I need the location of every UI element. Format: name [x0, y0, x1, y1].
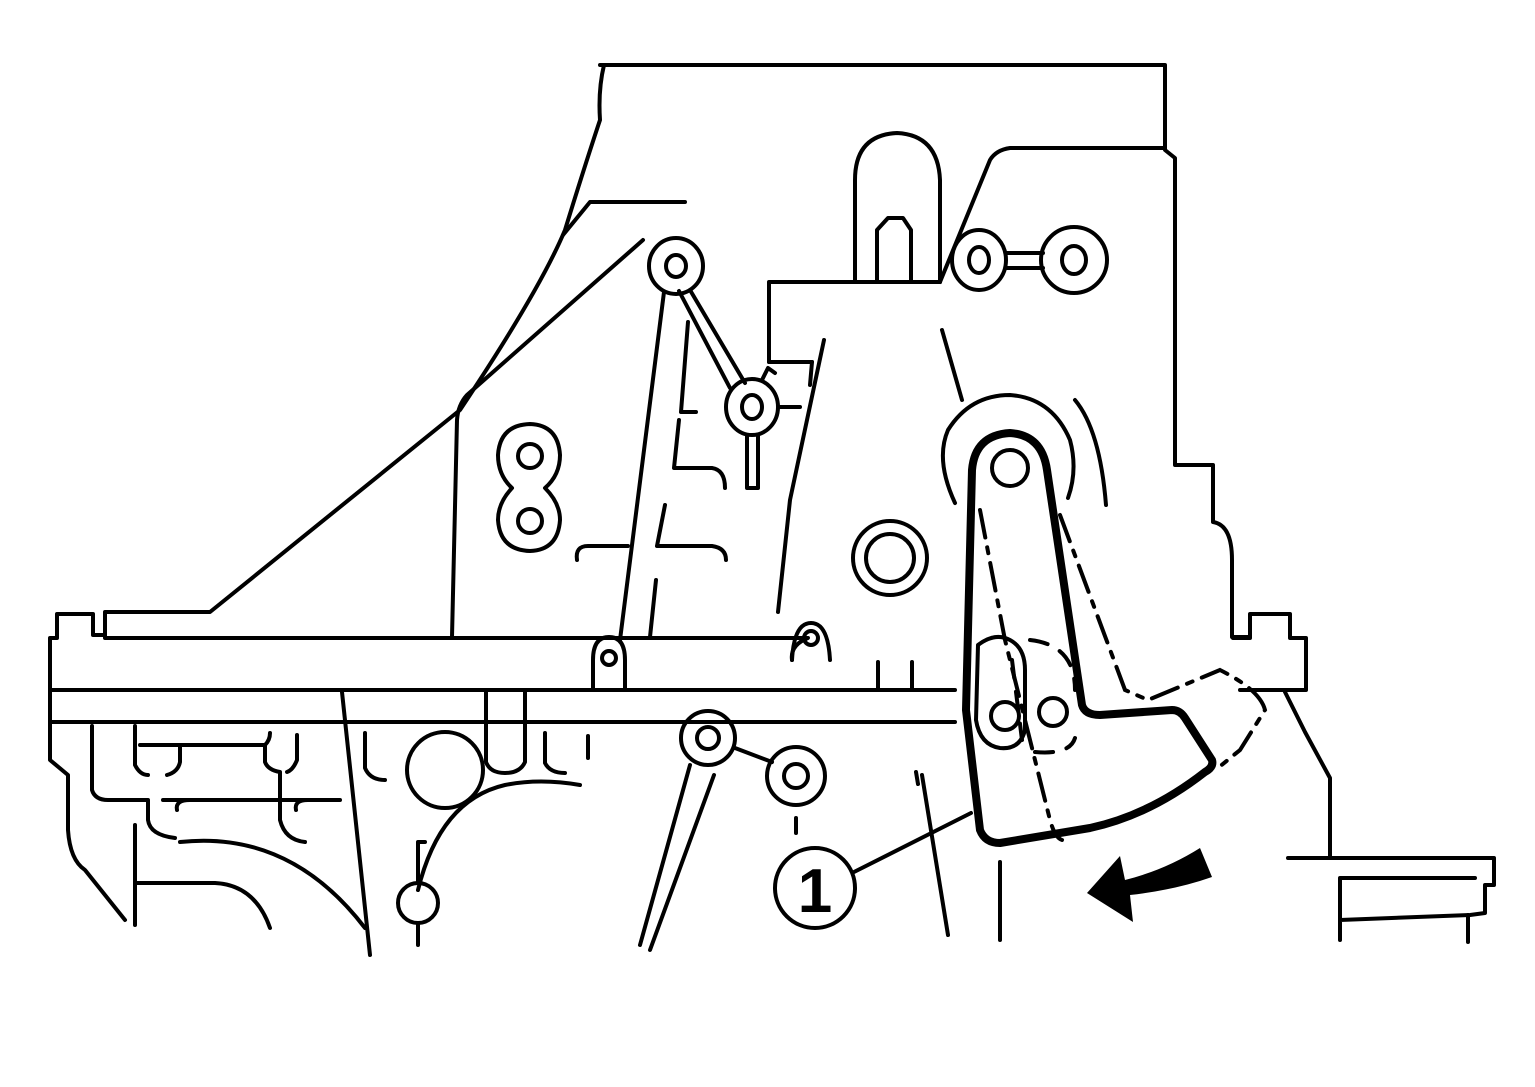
callout-circle	[773, 846, 857, 930]
right-bracket	[1283, 690, 1496, 944]
lever	[940, 393, 1268, 847]
rotation-arrow-icon	[1087, 848, 1212, 922]
callout-label: 1	[798, 857, 832, 926]
interior-ribs	[574, 320, 814, 639]
lower-castings	[48, 688, 1002, 957]
callout-1: 1	[773, 811, 973, 930]
upper-housing	[103, 63, 1252, 639]
bolt-bosses	[496, 225, 1109, 642]
callout-leader-line	[852, 811, 973, 874]
